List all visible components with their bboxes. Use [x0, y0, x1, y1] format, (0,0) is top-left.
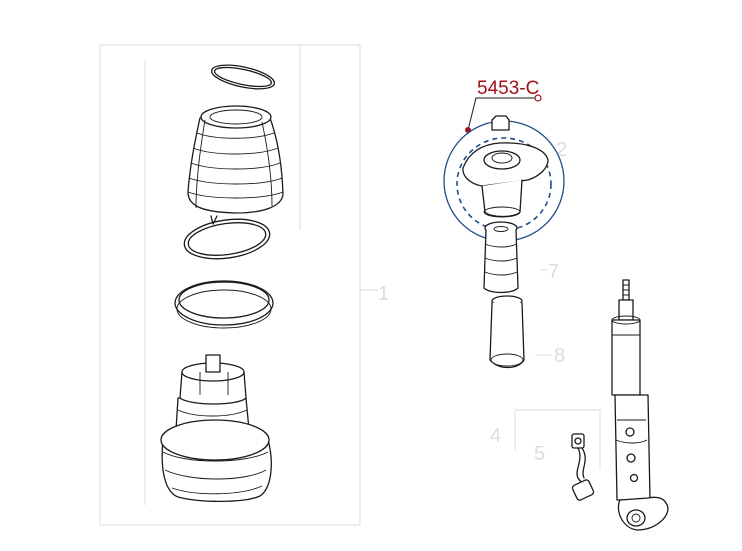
spring-ring-icon[interactable]	[210, 61, 277, 94]
dust-cover-icon[interactable]	[489, 295, 525, 369]
callout-label: 5453-C	[477, 78, 539, 99]
clamp-ring-icon[interactable]	[174, 280, 274, 329]
part-number-5: 5	[534, 443, 545, 465]
part-number-7: 7	[548, 261, 559, 283]
shock-absorber-icon[interactable]	[611, 279, 669, 531]
air-bellows-icon[interactable]	[187, 105, 284, 214]
part-number-1: 1	[378, 283, 389, 305]
air-spring-piston-icon[interactable]	[160, 354, 272, 503]
callout-5453-c[interactable]: 5453-C	[465, 78, 542, 133]
seal-ring-icon[interactable]	[182, 214, 272, 264]
part-number-2: 2	[556, 139, 567, 161]
part-number-8: 8	[554, 345, 565, 367]
top-mount-icon[interactable]	[462, 115, 549, 218]
background-guides	[99, 44, 601, 526]
sensor-cable-icon[interactable]	[571, 433, 595, 501]
part-number-4: 4	[490, 425, 501, 447]
faded-part-numbers: 1 2 7 8 4 5	[378, 139, 567, 465]
bump-stop-icon[interactable]	[483, 221, 519, 294]
